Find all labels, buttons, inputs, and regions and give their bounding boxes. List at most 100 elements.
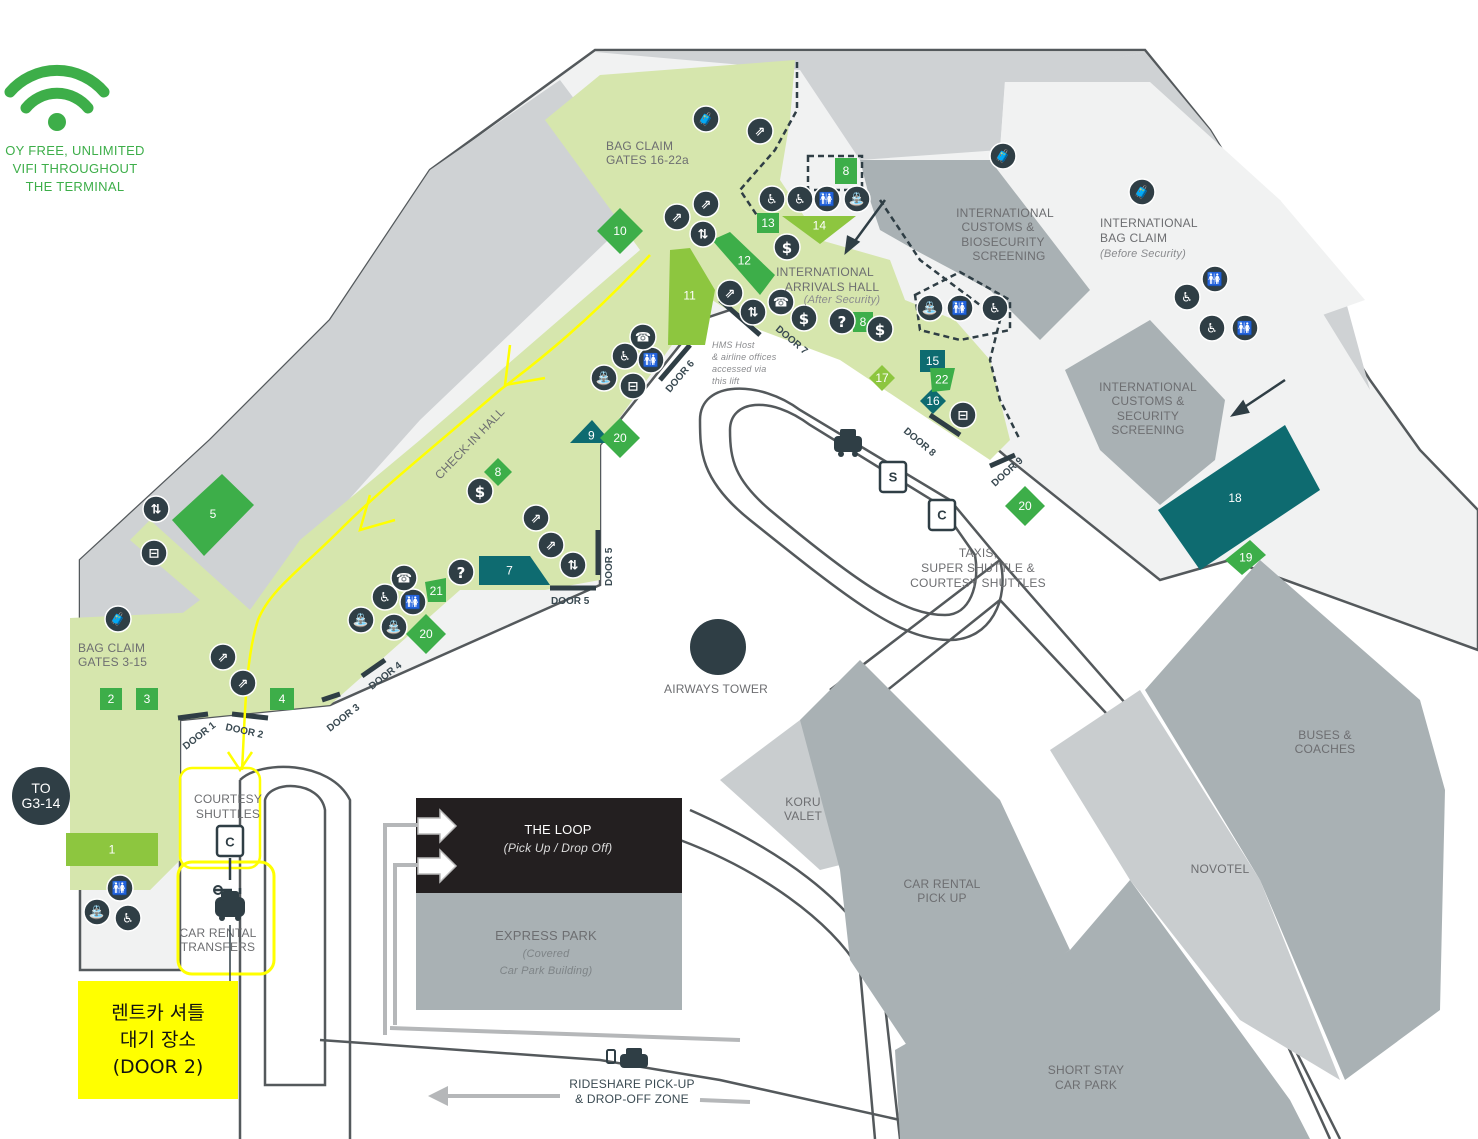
- facility-tile-11: 11: [668, 248, 715, 345]
- restroom-icon: 🚻: [1201, 265, 1229, 293]
- super-shuttle-letter: S: [889, 470, 898, 485]
- accessible-icon: ♿: [758, 185, 786, 213]
- accessible-icon-glyph: ♿: [619, 350, 631, 365]
- facility-tile-shape: [484, 458, 512, 486]
- phone-icon-bg: [767, 288, 795, 316]
- taxis-label: SUPER SHUTTLE &: [921, 561, 1035, 575]
- facility-tile-number: 18: [1228, 491, 1242, 505]
- intl-arrivals-note: (After Security): [804, 294, 881, 306]
- info-icon: ?: [828, 307, 856, 335]
- escalator-icon: ⇗: [522, 504, 550, 532]
- short-stay-label: SHORT STAY: [1048, 1063, 1124, 1077]
- facility-tile-number: 20: [419, 627, 433, 641]
- facility-tile-shape: [920, 388, 946, 414]
- restroom-icon-bg: [946, 294, 974, 322]
- rideshare-lane: [389, 1026, 741, 1042]
- facility-tile-shape: [270, 688, 294, 710]
- direction-arrow-icon: [844, 199, 1286, 417]
- buses-label: BUSES &: [1298, 728, 1351, 742]
- escalator-icon-glyph: ⇗: [672, 211, 683, 226]
- escalator-icon-bg: [522, 504, 550, 532]
- novotel-block: [1050, 690, 1340, 1080]
- facility-tile-1: 1: [66, 833, 158, 866]
- facility-tile-17: 17: [869, 365, 895, 391]
- car-rental-pickup-block: [800, 660, 1070, 1050]
- facility-tile-shape: [597, 208, 643, 254]
- bag-claim-3-label: BAG CLAIM: [78, 641, 145, 655]
- yellow-route: [176, 254, 651, 976]
- escalator-icon: ⇗: [209, 643, 237, 671]
- facility-tile-shape: [835, 158, 857, 184]
- water-icon: ⛲: [916, 294, 944, 322]
- escalator-icon: ⇗: [229, 669, 257, 697]
- express-park-block: [416, 893, 682, 1010]
- lift-icon: ⇅: [689, 220, 717, 248]
- buses-block: [1145, 560, 1445, 1080]
- short-stay-label: CAR PARK: [1055, 1078, 1117, 1092]
- currency-icon-bg: [773, 233, 801, 261]
- phone-icon-bg: [390, 564, 418, 592]
- lift-icon-bg: [739, 298, 767, 326]
- restroom-icon-bg: [813, 185, 841, 213]
- water-icon-bg: [843, 185, 871, 213]
- facility-tile-shape: [406, 614, 446, 654]
- rideshare-icon: [606, 1048, 648, 1068]
- intl-customs-sec-label: INTERNATIONAL: [1099, 380, 1197, 394]
- luggage-icon-glyph: 🧳: [110, 612, 126, 628]
- escalator-icon-bg: [209, 643, 237, 671]
- currency-icon-glyph: $: [782, 239, 792, 257]
- baggage-icon-glyph: ⊟: [958, 409, 969, 424]
- facility-tile-shape: [757, 213, 779, 233]
- express-park-note: Car Park Building): [500, 965, 593, 977]
- service-icons: 🧳🧳🧳🧳⇗⇗⇗⇗⇗⇗⇗⇗⇅⇅⇅⇅♿♿♿♿♿♿♿♿🚻🚻🚻🚻🚻🚻🚻⛲⛲⛲⛲⛲⛲☎☎☎…: [83, 105, 1259, 932]
- taxis-label: COURTESY SHUTTLES: [910, 576, 1046, 590]
- lift-icon-glyph: ⇅: [151, 503, 162, 518]
- to-g3-14-button[interactable]: TO G3-14: [12, 767, 70, 825]
- car-rental-sign: [213, 885, 245, 1010]
- to-g3-label: G3-14: [21, 795, 61, 811]
- intl-bag-claim-label: INTERNATIONAL: [1100, 216, 1198, 230]
- rideshare-arrow-icon: [440, 1094, 751, 1104]
- accessible-icon: ♿: [981, 294, 1009, 322]
- restroom-icon: 🚻: [399, 588, 427, 616]
- restroom-icon: 🚻: [813, 185, 841, 213]
- loop-arrow-icon: [417, 808, 458, 844]
- escalator-icon-glyph: ⇗: [701, 198, 712, 213]
- luggage-icon: 🧳: [1128, 178, 1156, 206]
- facility-tile-number: 15: [926, 354, 940, 368]
- accessible-icon-glyph: ♿: [766, 193, 778, 208]
- water-icon-bg: [590, 364, 618, 392]
- note-line: (DOOR 2): [112, 1055, 204, 1078]
- baggage-icon: ⊟: [619, 372, 647, 400]
- escalator-icon-glyph: ⇗: [755, 125, 766, 140]
- loop-lane: [383, 823, 420, 1035]
- facility-tile-5: 5: [172, 474, 254, 556]
- facility-tile-21: 21: [425, 578, 446, 602]
- facility-tile-18: 18: [1228, 491, 1242, 505]
- water-icon: ⛲: [843, 185, 871, 213]
- water-icon-bg: [83, 898, 111, 926]
- lift-icon-glyph: ⇅: [698, 228, 709, 243]
- koru-valet-label: KORU: [785, 795, 820, 809]
- restroom-icon-glyph: 🚻: [112, 881, 128, 897]
- phone-icon-glyph: ☎: [773, 296, 789, 311]
- restroom-icon: 🚻: [1231, 314, 1259, 342]
- facility-tile-15: 15: [920, 350, 945, 372]
- water-icon-glyph: ⛲: [353, 613, 369, 629]
- intl-bag-claim-area: [1000, 82, 1365, 330]
- luggage-icon: 🧳: [989, 142, 1017, 170]
- accessible-icon-glyph: ♿: [122, 912, 134, 927]
- water-icon: ⛲: [83, 898, 111, 926]
- intl-arrivals-label: ARRIVALS HALL: [785, 280, 880, 294]
- luggage-icon-bg: [104, 605, 132, 633]
- note-line: 대기 장소: [120, 1028, 196, 1051]
- baggage-icon-bg: [619, 372, 647, 400]
- currency-icon-glyph: $: [799, 310, 809, 328]
- baggage-icon-glyph: ⊟: [628, 380, 639, 395]
- wifi-icon: [4, 65, 110, 131]
- info-icon-bg: [447, 558, 475, 586]
- escalator-icon-glyph: ⇗: [531, 512, 542, 527]
- escalator-icon-bg: [716, 279, 744, 307]
- luggage-icon-bg: [692, 105, 720, 133]
